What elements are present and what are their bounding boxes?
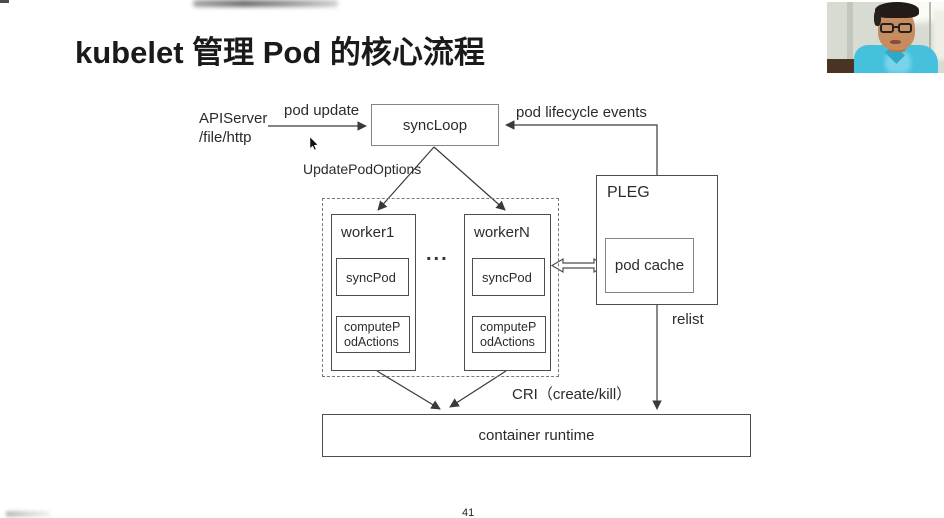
wall-edge xyxy=(929,2,931,50)
api-server-label: APIServer /file/http xyxy=(199,109,267,147)
workerN-compute-line2: odActions xyxy=(480,335,535,349)
screen-edge-artifact xyxy=(0,0,9,3)
sync-loop-box: syncLoop xyxy=(371,104,499,146)
container-runtime-box: container runtime xyxy=(322,414,751,457)
wall-shadow xyxy=(847,2,853,62)
workerN-syncpod-box: syncPod xyxy=(472,258,545,296)
relist-label: relist xyxy=(672,311,704,328)
worker1-syncpod-label: syncPod xyxy=(346,269,396,285)
workerN-label: workerN xyxy=(474,224,530,241)
api-server-line2: /file/http xyxy=(199,129,252,146)
pod-update-label: pod update xyxy=(284,102,360,119)
container-runtime-label: container runtime xyxy=(478,427,595,444)
worker1-compute-box: computeP odActions xyxy=(336,316,410,353)
workers-ellipsis: ... xyxy=(426,243,449,265)
worker1-compute-line2: odActions xyxy=(344,335,399,349)
presenter-hair xyxy=(875,2,919,18)
api-server-line1: APIServer xyxy=(199,110,268,127)
pod-lifecycle-events-label: pod lifecycle events xyxy=(516,104,647,121)
blurred-watermark-artifact xyxy=(6,511,50,517)
glasses-right-lens xyxy=(898,23,912,33)
cursor-icon xyxy=(309,136,319,151)
workerN-compute-line1: computeP xyxy=(480,320,537,334)
window-light xyxy=(933,10,944,60)
workerN-syncpod-label: syncPod xyxy=(482,269,532,285)
page-number: 41 xyxy=(462,507,475,518)
sync-loop-label: syncLoop xyxy=(402,116,468,134)
pod-cache-box: pod cache xyxy=(605,238,694,293)
pod-cache-label: pod cache xyxy=(614,257,685,274)
presenter-mouth xyxy=(890,40,901,44)
worker1-label: worker1 xyxy=(341,224,395,241)
workers-group-box xyxy=(322,198,559,377)
worker1-syncpod-box: syncPod xyxy=(336,258,409,296)
update-pod-options-label: UpdatePodOptions xyxy=(303,161,422,177)
presenter-hair-side xyxy=(874,10,881,26)
pleg-label: PLEG xyxy=(607,184,650,201)
blurred-text-artifact xyxy=(193,0,338,7)
workerN-compute-box: computeP odActions xyxy=(472,316,546,353)
glasses-bridge xyxy=(893,26,899,28)
cri-label: CRI（create/kill） xyxy=(512,386,632,403)
webcam-overlay xyxy=(827,2,944,73)
worker1-compute-line1: computeP xyxy=(344,320,401,334)
page-title: kubelet 管理 Pod 的核心流程 xyxy=(75,35,485,70)
glasses-left-lens xyxy=(880,23,894,33)
